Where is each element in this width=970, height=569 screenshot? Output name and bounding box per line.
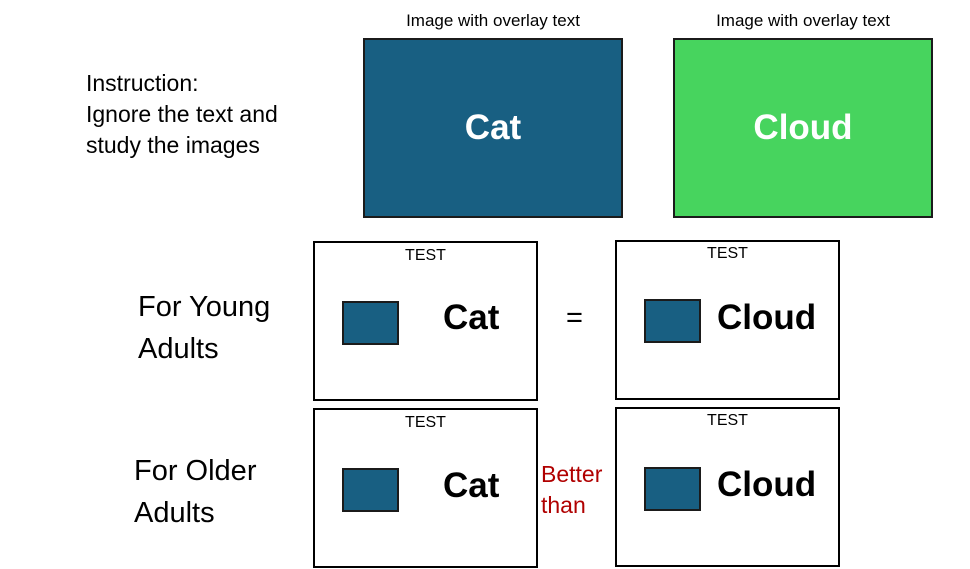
- comparison-line-1: Better: [541, 461, 603, 487]
- top-image-cat: Cat: [363, 38, 623, 218]
- test-card-title: TEST: [405, 247, 446, 264]
- image-thumbnail: [644, 299, 701, 343]
- instruction-line-3: study the images: [86, 132, 260, 158]
- test-card-word: Cat: [443, 298, 500, 337]
- instruction-text: Instruction: Ignore the text and study t…: [86, 68, 326, 161]
- instruction-line-2: Ignore the text and: [86, 101, 278, 127]
- group-young-line-1: For Young: [138, 291, 271, 323]
- image-thumbnail: [342, 468, 399, 512]
- top-image-2-caption: Image with overlay text: [716, 11, 890, 30]
- top-image-cloud-word: Cloud: [753, 108, 853, 147]
- test-card-word: Cloud: [717, 465, 817, 504]
- top-image-1-caption: Image with overlay text: [406, 11, 580, 30]
- test-card-older-cloud: TEST Cloud: [615, 407, 840, 567]
- test-card-young-cloud: TEST Cloud: [615, 240, 840, 400]
- group-young-line-2: Adults: [138, 333, 219, 365]
- image-thumbnail: [342, 301, 399, 345]
- image-thumbnail: [644, 467, 701, 511]
- comparison-equals: =: [566, 302, 583, 334]
- comparison-better-than: Better than: [541, 459, 602, 521]
- test-card-title: TEST: [405, 414, 446, 431]
- comparison-line-2: than: [541, 492, 586, 518]
- test-card-title: TEST: [707, 412, 748, 429]
- group-label-young: For Young Adults: [138, 286, 270, 370]
- test-card-title: TEST: [707, 245, 748, 262]
- group-older-line-2: Adults: [134, 497, 215, 529]
- top-image-cat-word: Cat: [464, 108, 522, 147]
- test-card-word: Cloud: [717, 298, 817, 337]
- test-card-young-cat: TEST Cat: [313, 241, 538, 401]
- test-card-word: Cat: [443, 466, 500, 505]
- test-card-older-cat: TEST Cat: [313, 408, 538, 568]
- instruction-line-1: Instruction:: [86, 70, 199, 96]
- top-image-cloud: Cloud: [673, 38, 933, 218]
- group-older-line-1: For Older: [134, 455, 257, 487]
- group-label-older: For Older Adults: [134, 450, 256, 534]
